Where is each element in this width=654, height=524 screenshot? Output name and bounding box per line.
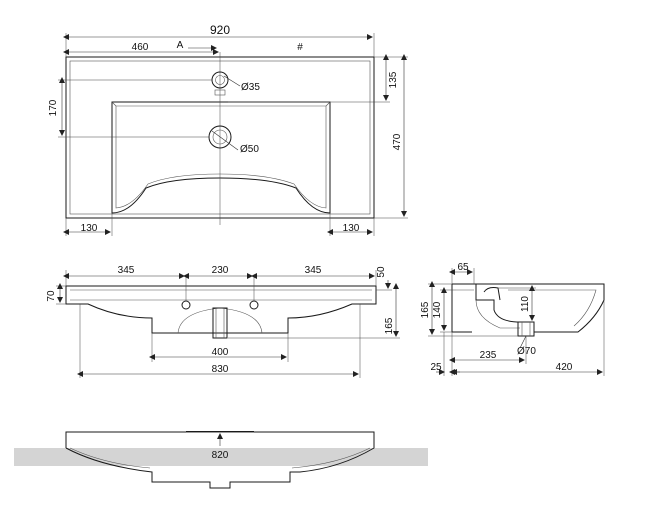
dim-right-rim: 130 <box>343 223 360 234</box>
dim-rim-height: 70 <box>46 290 57 302</box>
dim-seg-left: 345 <box>118 265 135 276</box>
dim-depth-to-drain: 170 <box>48 99 59 116</box>
installation-view: 820 <box>14 431 428 489</box>
bowl-outline <box>111 101 331 214</box>
mount-hole-left <box>181 300 191 310</box>
dim-overall-depth: 470 <box>392 133 403 150</box>
dim-seg-mid: 230 <box>212 265 229 276</box>
dim-edge-height: 50 <box>376 266 387 278</box>
dim-left-half: 460 <box>132 42 149 53</box>
dim-side-top-offset: 65 <box>457 262 469 273</box>
dim-overall-width: 920 <box>210 23 230 37</box>
dim-total-height: 165 <box>384 317 395 334</box>
front-drain <box>212 307 228 339</box>
mount-hole-right <box>249 300 259 310</box>
dim-side-height-total: 165 <box>420 301 431 318</box>
dim-cutout-width: 820 <box>212 450 229 461</box>
front-view: 345 230 345 70 50 165 400 830 <box>46 265 400 378</box>
section-mark-b: # <box>297 42 303 53</box>
dim-seg-right: 345 <box>305 265 322 276</box>
dim-side-drain-dia: Ø70 <box>517 346 536 357</box>
section-mark-a: A <box>177 40 184 51</box>
dim-left-rim: 130 <box>81 223 98 234</box>
front-outline <box>65 285 377 334</box>
dim-tap-hole: Ø35 <box>241 82 260 93</box>
dim-bottom-width: 830 <box>212 364 229 375</box>
bowl-inner <box>115 105 327 209</box>
dim-side-drain-depth: 235 <box>480 350 497 361</box>
dim-cabinet-width: 400 <box>212 347 229 358</box>
installed-basin-outline <box>65 431 375 489</box>
top-view: 920 460 A # Ø35 Ø50 170 135 470 130 <box>48 23 408 236</box>
dim-side-back-offset: 25 <box>430 362 442 373</box>
dim-side-drain-height: 110 <box>520 296 531 312</box>
dim-drain-hole: Ø50 <box>240 144 259 155</box>
countertop-band <box>14 448 428 466</box>
dim-side-height-inner: 140 <box>432 301 443 318</box>
dim-top-offset: 135 <box>388 71 399 88</box>
side-drain <box>517 321 535 337</box>
side-view: 65 165 140 110 Ø70 235 25 420 <box>420 262 605 376</box>
dim-side-overall-depth: 420 <box>556 362 573 373</box>
